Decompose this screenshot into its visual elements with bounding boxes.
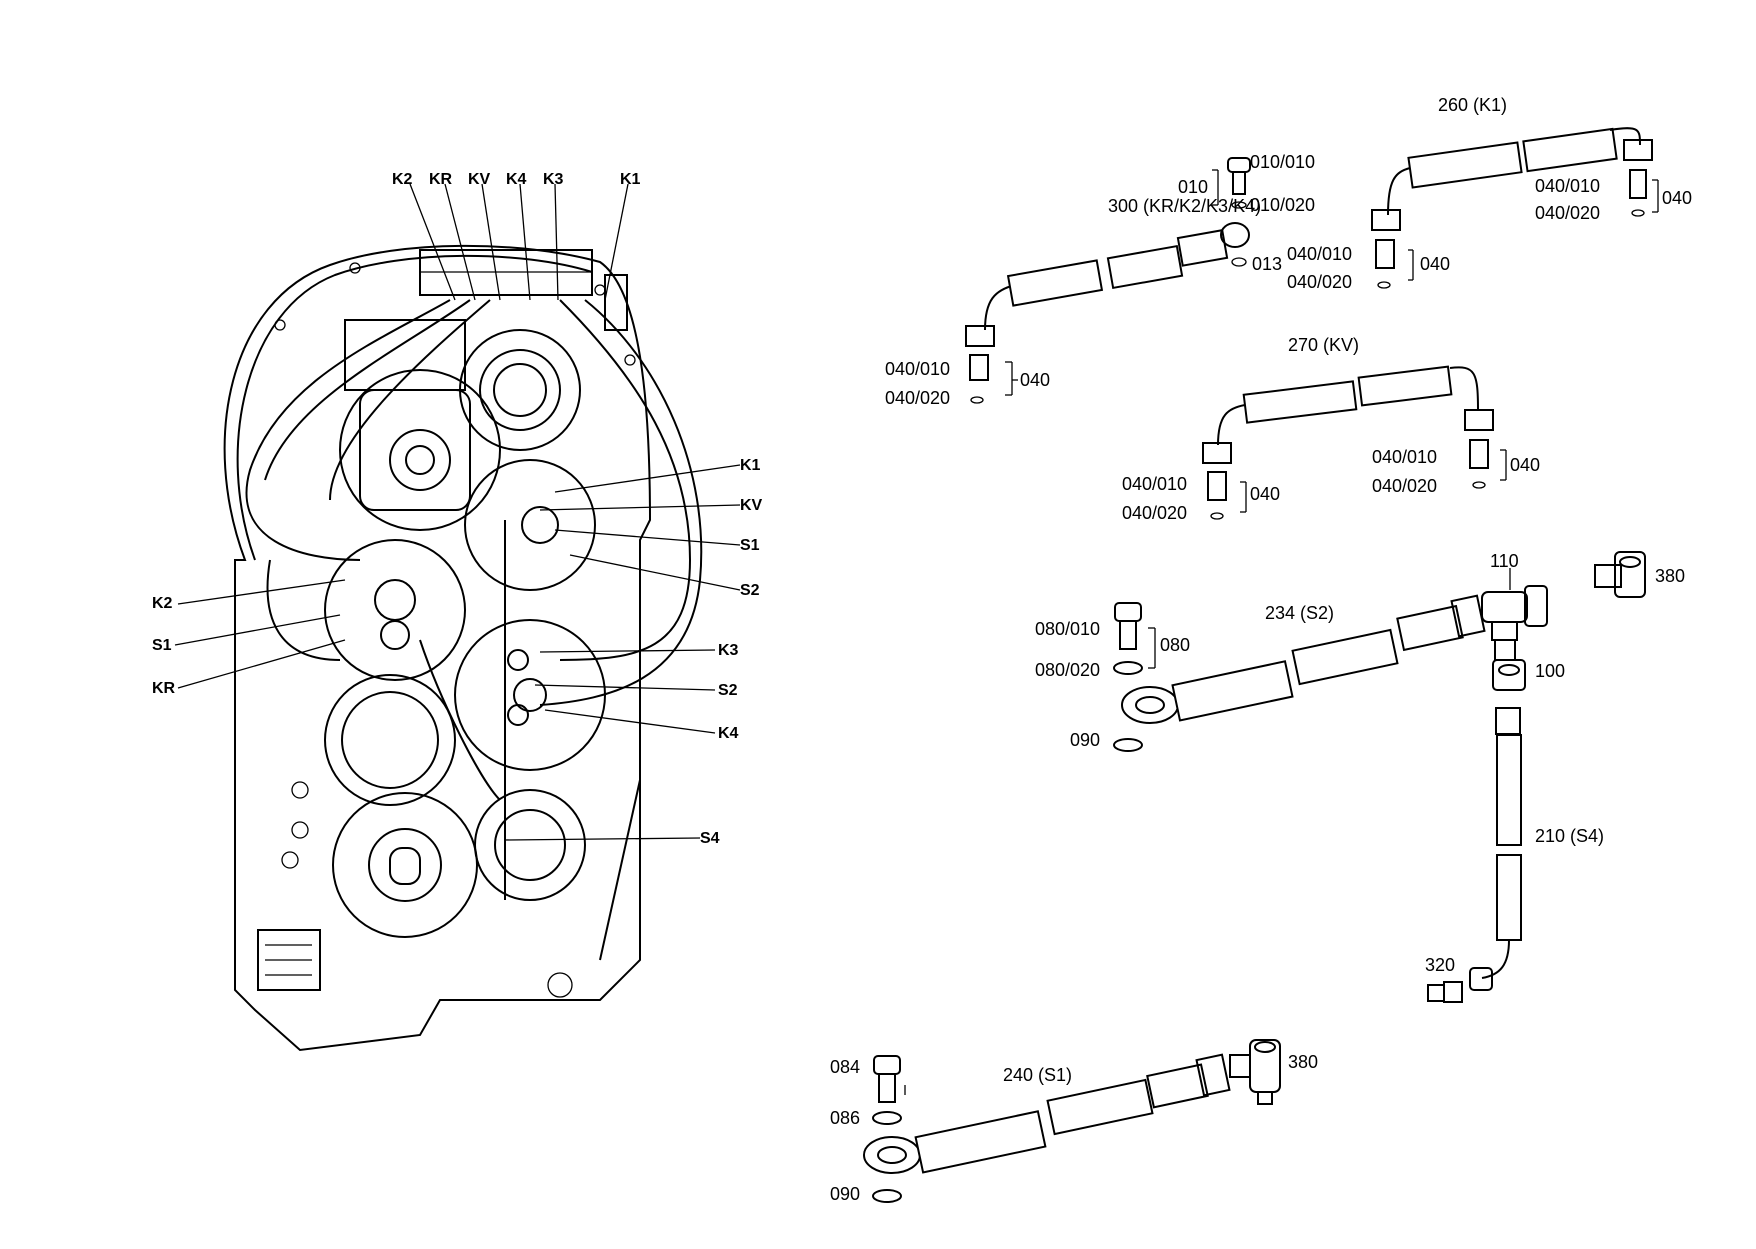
part-084: 084 bbox=[830, 1057, 860, 1077]
part-110: 110 bbox=[1490, 551, 1519, 571]
side-label-kr: KR bbox=[152, 680, 176, 697]
side-label-k2: K2 bbox=[152, 595, 173, 612]
g1-040-010: 040/010 bbox=[885, 359, 950, 379]
hose-234: 234 (S2) 080/010 080 080/020 090 bbox=[1035, 594, 1486, 752]
side-label-s1-left: S1 bbox=[152, 637, 172, 654]
side-label-k1: K1 bbox=[740, 457, 761, 474]
side-label-s2: S2 bbox=[740, 582, 760, 599]
callout-k2: K2 bbox=[392, 171, 413, 188]
g1-040-020: 040/020 bbox=[885, 388, 950, 408]
transmission-housing bbox=[223, 244, 703, 1052]
fitting-320: 320 bbox=[1425, 955, 1463, 1003]
part-270: 270 (KV) bbox=[1288, 335, 1359, 355]
part-320: 320 bbox=[1425, 955, 1455, 975]
side-label-s4: S4 bbox=[700, 830, 720, 847]
g2-040-010: 040/010 bbox=[1287, 244, 1352, 264]
hose-270: 270 (KV) 040/010 040/020 040 040/010 040… bbox=[1122, 335, 1540, 523]
part-080: 080 bbox=[1160, 635, 1190, 655]
callout-kr: KR bbox=[429, 171, 453, 188]
part-300: 300 (KR/K2/K3/K4) bbox=[1108, 196, 1261, 216]
g5-040-010: 040/010 bbox=[1372, 447, 1437, 467]
bolt-010: 010/010 010 010/020 013 bbox=[1178, 152, 1315, 274]
fitting-380-lower: 380 bbox=[1229, 1039, 1318, 1105]
part-234: 234 (S2) bbox=[1265, 603, 1334, 623]
hose-210: 210 (S4) bbox=[1469, 707, 1604, 991]
part-100: 100 bbox=[1535, 661, 1565, 681]
part-013: 013 bbox=[1252, 254, 1282, 274]
part-090-upper: 090 bbox=[1070, 730, 1100, 750]
part-080-010: 080/010 bbox=[1035, 619, 1100, 639]
callout-k1: K1 bbox=[620, 171, 641, 188]
left-leader-lines bbox=[174, 183, 741, 841]
part-380-upper: 380 bbox=[1655, 566, 1685, 586]
side-label-kv: KV bbox=[740, 497, 763, 514]
g2-040-020: 040/020 bbox=[1287, 272, 1352, 292]
g2-040: 040 bbox=[1420, 254, 1450, 274]
hose-300: 300 (KR/K2/K3/K4) 040/010 040/020 040 bbox=[885, 196, 1261, 408]
top-callouts: K2 KR KV K4 K3 K1 bbox=[392, 171, 641, 188]
g1-040: 040 bbox=[1020, 370, 1050, 390]
callout-k4: K4 bbox=[506, 171, 527, 188]
part-010-010: 010/010 bbox=[1250, 152, 1315, 172]
part-380-lower: 380 bbox=[1288, 1052, 1318, 1072]
callout-kv: KV bbox=[468, 171, 491, 188]
tee-110: 110 bbox=[1481, 551, 1548, 661]
part-240: 240 (S1) bbox=[1003, 1065, 1072, 1085]
side-callouts: K1 KV S1 S2 K2 S1 KR K3 S2 K4 S4 bbox=[152, 457, 763, 847]
part-086: 086 bbox=[830, 1108, 860, 1128]
side-label-k3: K3 bbox=[718, 642, 739, 659]
part-090-lower: 090 bbox=[830, 1184, 860, 1204]
part-210: 210 (S4) bbox=[1535, 826, 1604, 846]
g4-040: 040 bbox=[1250, 484, 1280, 504]
g4-040-020: 040/020 bbox=[1122, 503, 1187, 523]
side-label-s2-lower: S2 bbox=[718, 682, 738, 699]
side-label-k4: K4 bbox=[718, 725, 739, 742]
g5-040-020: 040/020 bbox=[1372, 476, 1437, 496]
part-080-020: 080/020 bbox=[1035, 660, 1100, 680]
part-260: 260 (K1) bbox=[1438, 95, 1507, 115]
callout-k3: K3 bbox=[543, 171, 564, 188]
g3-040: 040 bbox=[1662, 188, 1692, 208]
hose-240: 240 (S1) 084 086 090 bbox=[830, 1053, 1231, 1204]
hose-260: 260 (K1) 040/010 040/020 040 040/010 040… bbox=[1287, 95, 1692, 292]
part-010-020: 010/020 bbox=[1250, 195, 1315, 215]
g5-040: 040 bbox=[1510, 455, 1540, 475]
part-010: 010 bbox=[1178, 177, 1208, 197]
g3-040-020: 040/020 bbox=[1535, 203, 1600, 223]
fitting-380-upper: 380 bbox=[1594, 551, 1685, 598]
g3-040-010: 040/010 bbox=[1535, 176, 1600, 196]
fitting-100: 100 bbox=[1492, 659, 1565, 691]
side-label-s1: S1 bbox=[740, 537, 760, 554]
g4-040-010: 040/010 bbox=[1122, 474, 1187, 494]
